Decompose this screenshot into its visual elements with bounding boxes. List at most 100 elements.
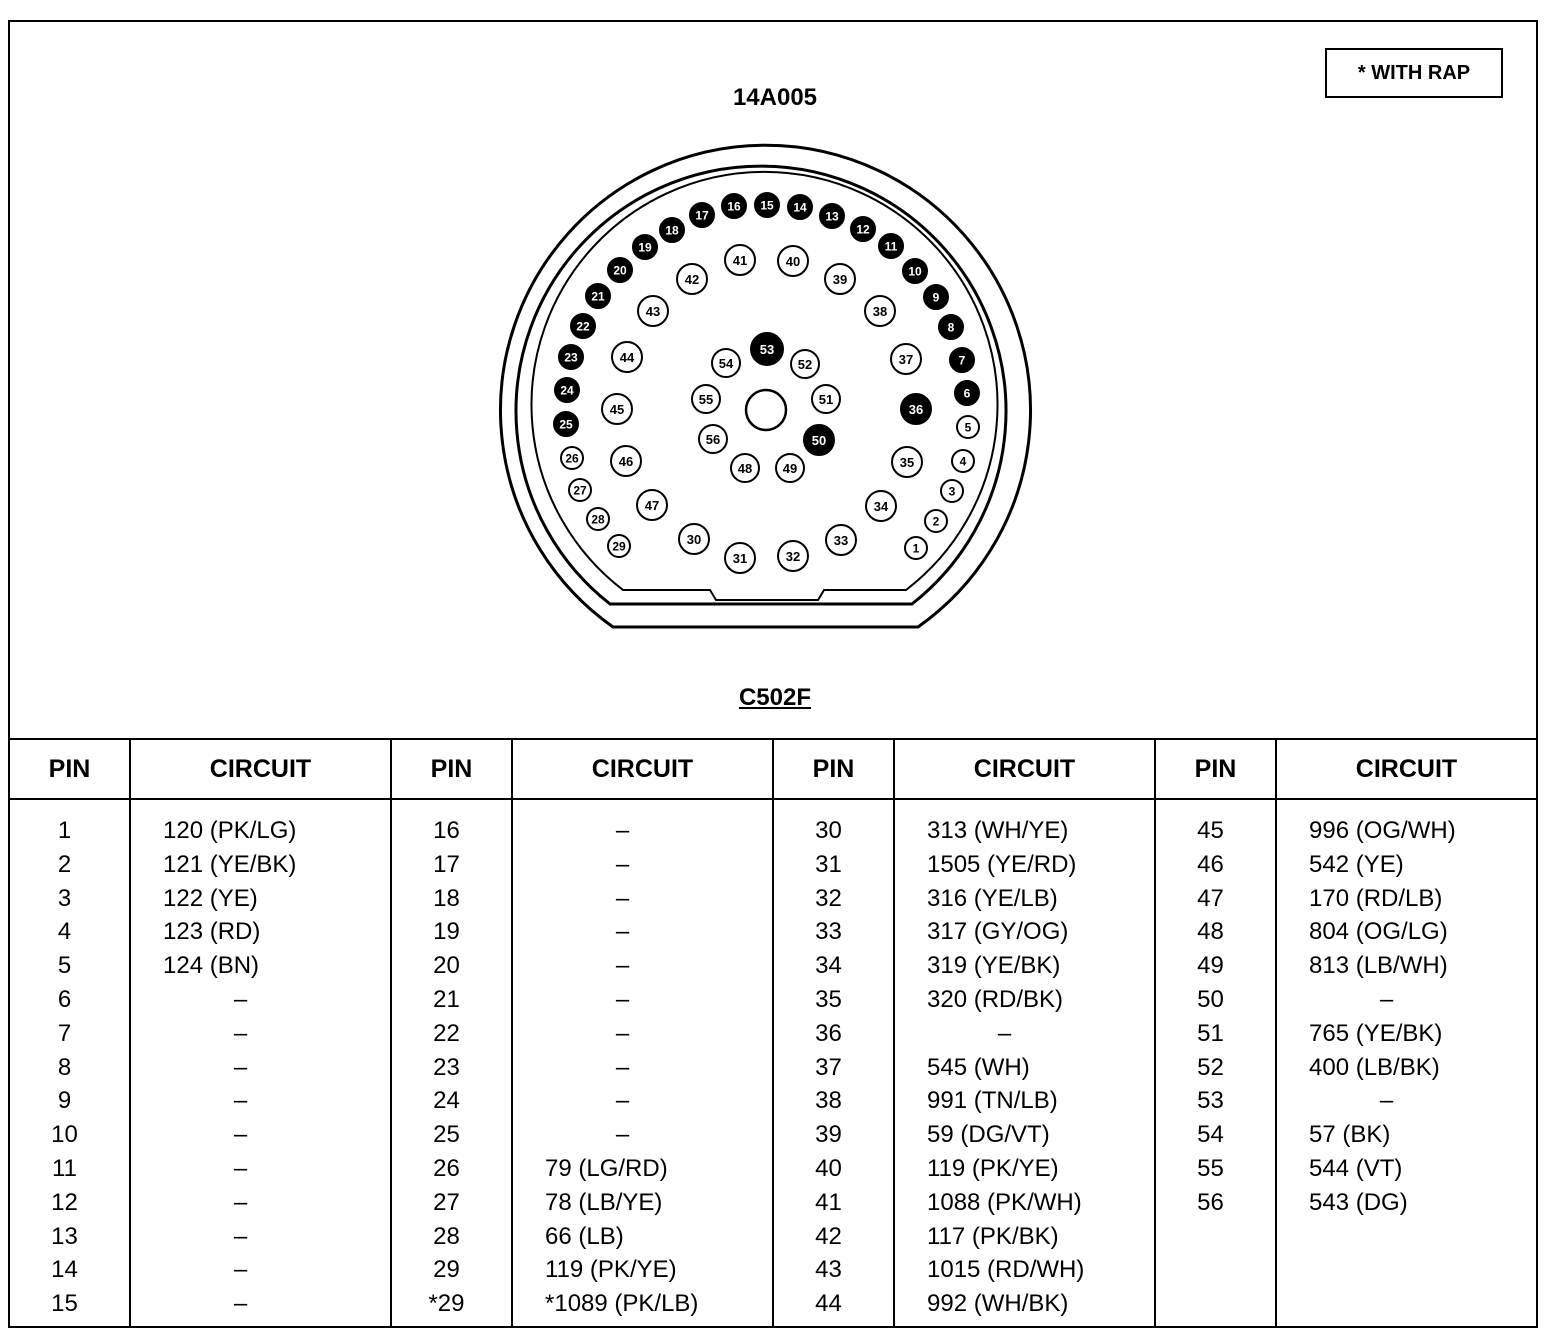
pin-filled-marker (923, 284, 949, 310)
connector-pin: 52 (790, 349, 820, 379)
circuit-value: 316 (YE/LB) (927, 884, 1058, 912)
pin-label: 28 (591, 513, 605, 527)
pin-number: 4 (57, 918, 72, 946)
pin-number: 6 (57, 985, 72, 1013)
pins-layer: 1234567891011121314151617181920212223242… (553, 192, 980, 574)
pin-number: 9 (57, 1087, 72, 1115)
connector-pin: 17 (689, 202, 715, 228)
pin-number: 31 (815, 850, 842, 878)
circuit-value: – (615, 817, 630, 844)
connector-pin: 55 (691, 384, 721, 414)
circuit-value: 992 (WH/BK) (927, 1290, 1069, 1318)
pin-number: 12 (51, 1188, 78, 1216)
pin-number: 22 (433, 1019, 460, 1047)
pin-open-marker (864, 295, 896, 327)
pin-open-marker (777, 245, 809, 277)
connector-pin: 20 (607, 257, 633, 283)
pin-filled-marker (553, 411, 579, 437)
connector-pin: 7 (949, 347, 975, 373)
circuit-header: CIRCUIT (129, 738, 392, 800)
pin-number: 50 (1197, 985, 1224, 1013)
pin-number: 16 (433, 817, 460, 844)
pin-open-marker (956, 415, 980, 439)
pin-label: 22 (576, 320, 590, 334)
circuit-value: 313 (WH/YE) (927, 817, 1069, 844)
pin-filled-marker (938, 314, 964, 340)
pin-open-marker (891, 446, 923, 478)
pin-number: 15 (51, 1290, 78, 1318)
pin-number: 39 (815, 1121, 842, 1149)
pin-number: 30 (815, 817, 842, 844)
center-hole (744, 388, 788, 432)
pin-number: 10 (51, 1121, 78, 1149)
pin-label: 12 (856, 223, 870, 237)
circuit-value: 120 (PK/LG) (163, 817, 297, 844)
pin-number: 29 (433, 1256, 460, 1284)
circuit-header: CIRCUIT (1275, 738, 1538, 800)
connector-housing-middle (514, 164, 1008, 606)
circuit-value: 117 (PK/BK) (927, 1222, 1059, 1250)
pin-header: PIN (390, 738, 513, 800)
circuit-value: – (233, 1019, 248, 1047)
pin-open-marker (676, 263, 708, 295)
circuit-value: – (615, 918, 630, 946)
connector-pin: 51 (811, 384, 841, 414)
connector-pin: 29 (607, 534, 631, 558)
connector-pin: 41 (724, 244, 756, 276)
pin-number: 24 (433, 1087, 460, 1115)
pin-open-marker (611, 341, 643, 373)
connector-pin: 56 (698, 424, 728, 454)
pin-open-marker (724, 542, 756, 574)
pin-label: 29 (612, 540, 626, 554)
circuit-value: – (615, 884, 630, 912)
pin-label: 52 (798, 357, 812, 372)
pin-number: 25 (433, 1121, 460, 1149)
pin-label: 18 (665, 224, 679, 238)
pin-filled-marker (585, 283, 611, 309)
circuit-value: – (233, 1188, 248, 1216)
connector-pin: 2 (924, 509, 948, 533)
circuit-column: 313 (WH/YE)1505 (YE/RD)316 (YE/LB)317 (G… (893, 799, 1156, 1328)
pin-label: 45 (610, 402, 624, 417)
connector-pin: 31 (724, 542, 756, 574)
pin-filled-marker (689, 202, 715, 228)
pin-open-marker (775, 453, 805, 483)
circuit-value: – (615, 952, 630, 980)
pin-label: 11 (885, 240, 898, 254)
pin-label: 51 (819, 392, 833, 407)
pin-number: 56 (1197, 1188, 1224, 1216)
pin-number: 33 (815, 918, 842, 946)
pin-number: 46 (1197, 850, 1224, 878)
pin-number: *29 (428, 1290, 465, 1318)
pin-label: 31 (733, 551, 747, 566)
pin-label: 38 (873, 304, 887, 319)
connector-pin: 50 (803, 424, 835, 456)
pin-label: 6 (964, 387, 971, 401)
pin-open-marker (610, 445, 642, 477)
pin-label: 48 (738, 461, 752, 476)
pin-header: PIN (8, 738, 131, 800)
pin-open-marker (691, 384, 721, 414)
pin-label: 23 (564, 351, 578, 365)
pin-number: 5 (57, 952, 72, 980)
pin-open-marker (825, 524, 857, 556)
circuit-value: 317 (GY/OG) (927, 918, 1069, 946)
circuit-value: 119 (PK/YE) (545, 1256, 677, 1284)
pin-number: 49 (1197, 952, 1224, 980)
pin-open-marker (607, 534, 631, 558)
connector-pin: 23 (558, 344, 584, 370)
connector-pin: 24 (554, 377, 580, 403)
connector-pin: 14 (787, 194, 813, 220)
pin-filled-marker (819, 203, 845, 229)
circuit-value: 544 (VT) (1309, 1154, 1403, 1182)
pin-open-marker (560, 446, 584, 470)
pin-filled-marker (721, 193, 747, 219)
circuit-value: 804 (OG/LG) (1309, 918, 1448, 946)
pin-number: 51 (1197, 1019, 1224, 1047)
diagram-frame (8, 20, 1538, 1328)
pin-label: 42 (685, 272, 699, 287)
pin-number: 43 (815, 1256, 842, 1284)
table-header-row: PIN CIRCUIT PIN CIRCUIT PIN CIRCUIT PIN … (8, 738, 1538, 800)
pin-open-marker (940, 479, 964, 503)
connector-pin: 34 (865, 490, 897, 522)
